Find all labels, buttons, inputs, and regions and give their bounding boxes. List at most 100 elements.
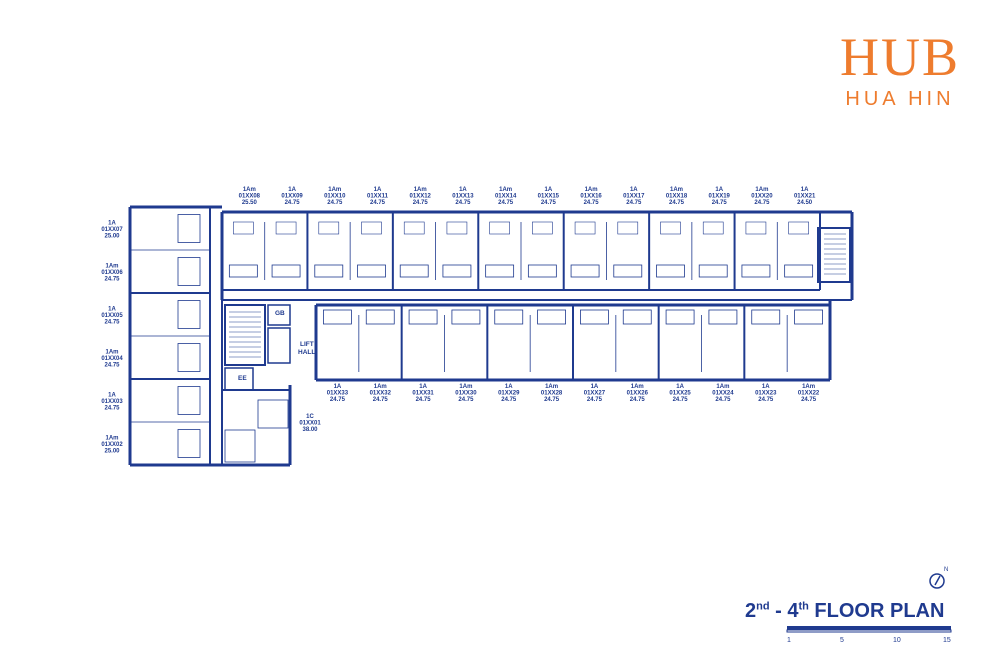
- unit-area: 24.75: [498, 200, 514, 206]
- unit-code: 01XX07: [101, 227, 123, 233]
- unit-area: 24.75: [458, 397, 474, 403]
- unit-code: 01XX06: [101, 270, 123, 276]
- west-unit-bath: [177, 214, 201, 243]
- unit-type: 1Am: [105, 436, 118, 442]
- unit-type: 1Am: [499, 187, 512, 193]
- unit-code: 01XX23: [755, 391, 777, 397]
- unit-area: 24.75: [673, 397, 689, 403]
- unit-code: 01XX28: [541, 391, 563, 397]
- unit-type: 1Am: [802, 384, 815, 390]
- unit-type: 1Am: [545, 384, 558, 390]
- unit-code: 01XX13: [452, 194, 474, 200]
- bottom-unit-bath: [580, 309, 609, 325]
- top-unit-bath: [741, 264, 771, 278]
- unit-type: 1Am: [716, 384, 729, 390]
- unit-area: 24.75: [330, 397, 346, 403]
- unit-code: 01XX29: [498, 391, 520, 397]
- top-unit-bath: [613, 264, 643, 278]
- unit-area: 24.75: [285, 200, 301, 206]
- top-unit-balcony: [617, 221, 639, 235]
- unit-type: 1C: [306, 414, 314, 420]
- top-unit-balcony: [318, 221, 340, 235]
- top-unit-balcony: [489, 221, 510, 235]
- unit-code: 01XX26: [627, 391, 649, 397]
- unit-type: 1Am: [105, 264, 118, 270]
- top-unit-bath: [698, 264, 728, 278]
- room-labels: LIFT HALL GB EE: [238, 310, 315, 382]
- scale-tick-1: 1: [787, 637, 791, 644]
- unit-type: 1Am: [328, 187, 341, 193]
- top-unit-balcony: [574, 221, 596, 235]
- top-unit-balcony: [446, 221, 468, 235]
- unit-area: 24.75: [712, 200, 728, 206]
- logo-sub: HUA HIN: [845, 88, 955, 110]
- unit-type: 1A: [591, 384, 599, 390]
- scale-bar: 1 5 10 15: [786, 626, 952, 644]
- top-unit-balcony: [361, 221, 382, 235]
- bottom-unit-bath: [665, 309, 695, 325]
- unit-type: 1A: [108, 221, 116, 227]
- unit-area: 25.50: [242, 200, 258, 206]
- bottom-unit-bath: [365, 309, 395, 325]
- top-unit-bath: [399, 264, 429, 278]
- bottom-unit-bath: [794, 309, 823, 325]
- unit-area: 24.75: [669, 200, 685, 206]
- bottom-unit-bath: [751, 309, 781, 325]
- lift-hall-label-2: HALL: [298, 349, 315, 356]
- unit-area: 24.75: [587, 397, 603, 403]
- unit-area: 24.75: [501, 397, 517, 403]
- unit-area: 24.75: [104, 277, 120, 283]
- unit-type: 1A: [801, 187, 809, 193]
- top-unit-balcony: [660, 221, 681, 235]
- west-unit-bath: [177, 343, 201, 372]
- bottom-unit-bath: [494, 309, 524, 325]
- top-unit-bath: [784, 264, 814, 278]
- unit-type: 1Am: [755, 187, 768, 193]
- unit-type: 1A: [630, 187, 638, 193]
- unit-code: 01XX31: [412, 391, 434, 397]
- west-unit-bath: [177, 429, 201, 458]
- west-unit-bath: [177, 257, 201, 286]
- north-arrow-icon: N: [929, 567, 948, 589]
- unit-code: 01XX12: [410, 194, 432, 200]
- unit-area: 24.75: [758, 397, 774, 403]
- unit-labels: 1Am01XX0825.501A01XX0924.751Am01XX1024.7…: [101, 187, 820, 455]
- unit-code: 01XX18: [666, 194, 688, 200]
- unit-type: 1A: [288, 187, 296, 193]
- unit-code: 01XX10: [324, 194, 346, 200]
- west-unit-bath: [177, 386, 201, 415]
- bottom-unit-bath: [323, 309, 352, 325]
- unit-area: 24.75: [327, 200, 343, 206]
- ee-label: EE: [238, 375, 247, 382]
- title-text: FLOOR PLAN: [808, 600, 945, 622]
- lift-hall-label: LIFT: [300, 341, 314, 348]
- unit-code: 01XX04: [101, 356, 123, 362]
- walls: [128, 205, 854, 467]
- unit-area: 24.75: [370, 200, 386, 206]
- unit-code: 01XX01: [299, 421, 321, 427]
- top-unit-balcony: [403, 221, 425, 235]
- unit-area: 25.00: [104, 449, 120, 455]
- top-unit-balcony: [275, 221, 297, 235]
- top-unit-balcony: [745, 221, 767, 235]
- title-start-sup: nd: [756, 600, 770, 613]
- unit-type: 1A: [505, 384, 513, 390]
